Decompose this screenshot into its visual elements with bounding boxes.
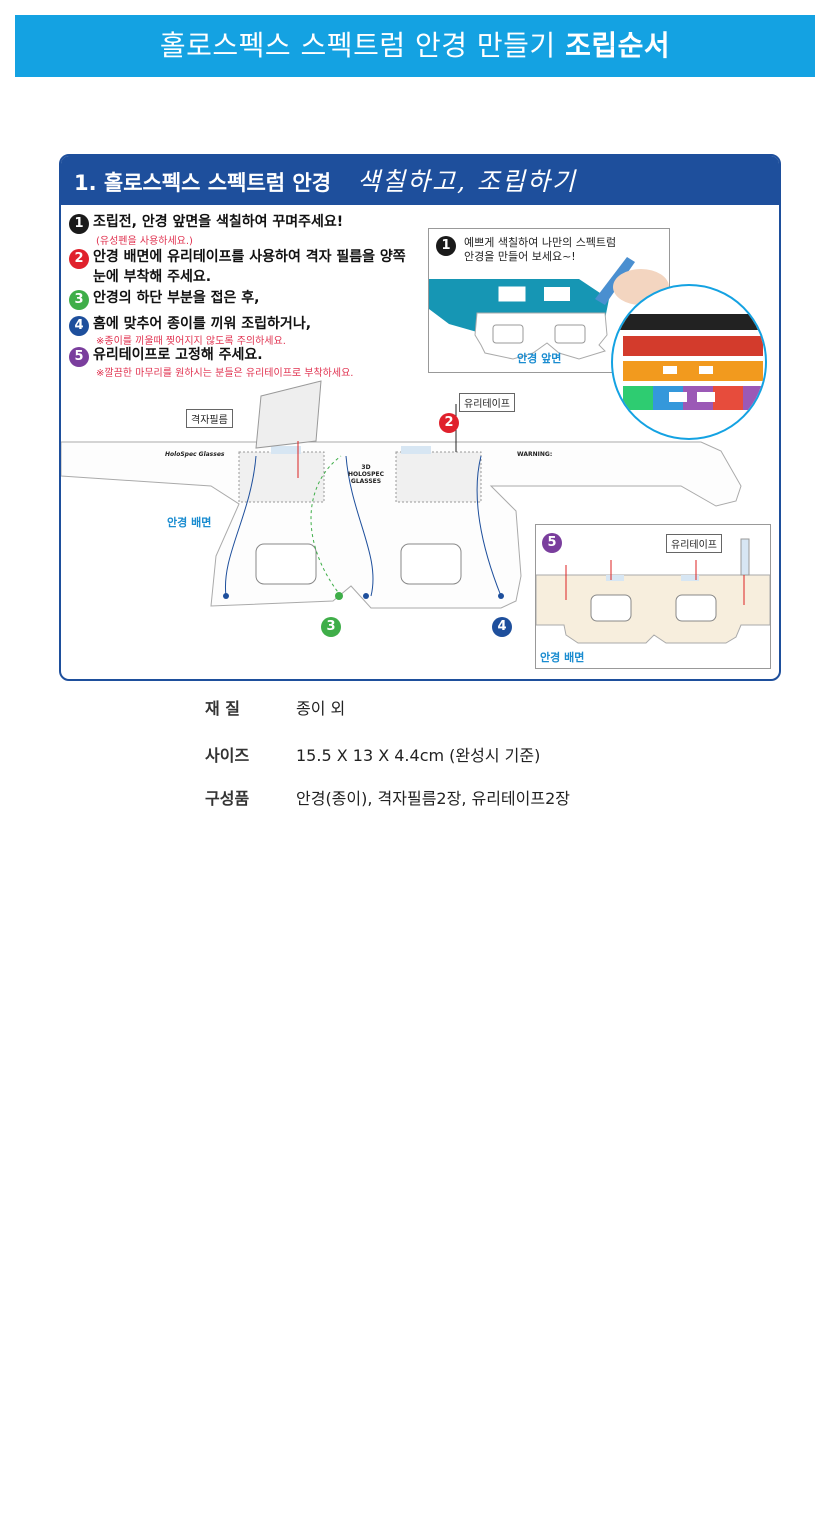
spec-value: 종이 외 bbox=[296, 699, 346, 718]
step-text: 유리테이프로 고정해 주세요. bbox=[93, 347, 263, 363]
coloring-inset: 1 예쁘게 색칠하여 나만의 스펙트럼 안경을 만들어 보세요~! 안경 앞면 bbox=[428, 228, 670, 373]
step-number: 3 bbox=[69, 290, 89, 310]
center-print: 3D HOLOSPEC GLASSES bbox=[347, 464, 385, 485]
spec-key: 구성품 bbox=[205, 789, 250, 808]
title-banner: 홀로스펙스 스펙트럼 안경 만들기 조립순서 bbox=[15, 15, 815, 77]
back-label: 안경 배면 bbox=[167, 516, 212, 529]
step-number: 2 bbox=[69, 249, 89, 269]
spec-value: 15.5 X 13 X 4.4cm (완성시 기준) bbox=[296, 746, 541, 765]
step-text: 조립전, 안경 앞면을 색칠하여 꾸며주세요! bbox=[93, 214, 344, 230]
inset-text: 예쁘게 색칠하여 나만의 스펙트럼 안경을 만들어 보세요~! bbox=[464, 236, 616, 264]
tape-label: 유리테이프 bbox=[459, 393, 515, 412]
spec-value: 안경(종이), 격자필름2장, 유리테이프2장 bbox=[296, 789, 570, 808]
finished-glasses-illustration bbox=[613, 314, 765, 410]
step-number: 1 bbox=[436, 236, 456, 256]
step-number: 1 bbox=[69, 214, 89, 234]
step-note: (유성펜을 사용하세요.) bbox=[96, 236, 193, 247]
spec-key: 사이즈 bbox=[205, 746, 250, 765]
film-label: 격자필름 bbox=[186, 409, 233, 428]
step-4-badge: 4 bbox=[492, 617, 512, 637]
tape-fix-inset: 5 유리테이프 안경 배면 bbox=[535, 524, 771, 669]
step-text: 홈에 맞추어 종이를 끼워 조립하거나, bbox=[93, 316, 312, 332]
back-label-2: 안경 배면 bbox=[540, 651, 585, 664]
front-glasses-illustration bbox=[429, 257, 669, 360]
brand-print: HoloSpec Glasses bbox=[165, 451, 225, 458]
step-text-2: 눈에 부착해 주세요. bbox=[93, 269, 212, 285]
step-3-badge: 3 bbox=[321, 617, 341, 637]
step-number: 5 bbox=[542, 533, 562, 553]
step-2-badge: 2 bbox=[439, 413, 459, 433]
finished-glasses-photo bbox=[611, 284, 767, 440]
step-note: ※종이를 끼울때 찢어지지 않도록 주의하세요. bbox=[96, 336, 286, 347]
card-heading-script: 색칠하고, 조립하기 bbox=[357, 167, 577, 196]
step-text: 안경 배면에 유리테이프를 사용하여 격자 필름을 양쪽 bbox=[93, 249, 406, 265]
banner-title-bold: 조립순서 bbox=[565, 29, 671, 62]
inset-line-2: 안경을 만들어 보세요~! bbox=[464, 250, 576, 263]
step-note: ※깔끔한 마무리를 원하시는 분들은 유리테이프로 부착하세요. bbox=[96, 368, 354, 379]
step-text: 안경의 하단 부분을 접은 후, bbox=[93, 290, 260, 306]
step-number: 4 bbox=[69, 316, 89, 336]
front-label: 안경 앞면 bbox=[517, 352, 562, 365]
tape-label-2: 유리테이프 bbox=[666, 534, 722, 553]
spec-key: 재 질 bbox=[205, 699, 241, 718]
inset-line-1: 예쁘게 색칠하여 나만의 스펙트럼 bbox=[464, 236, 617, 249]
taped-glasses-illustration bbox=[536, 538, 770, 644]
card-header: 1. 홀로스펙스 스펙트럼 안경 색칠하고, 조립하기 bbox=[61, 156, 779, 205]
banner-title: 홀로스펙스 스펙트럼 안경 만들기 bbox=[159, 29, 556, 62]
card-heading: 1. 홀로스펙스 스펙트럼 안경 bbox=[74, 171, 332, 195]
step-number: 5 bbox=[69, 347, 89, 367]
warning-print: WARNING: bbox=[517, 451, 553, 458]
